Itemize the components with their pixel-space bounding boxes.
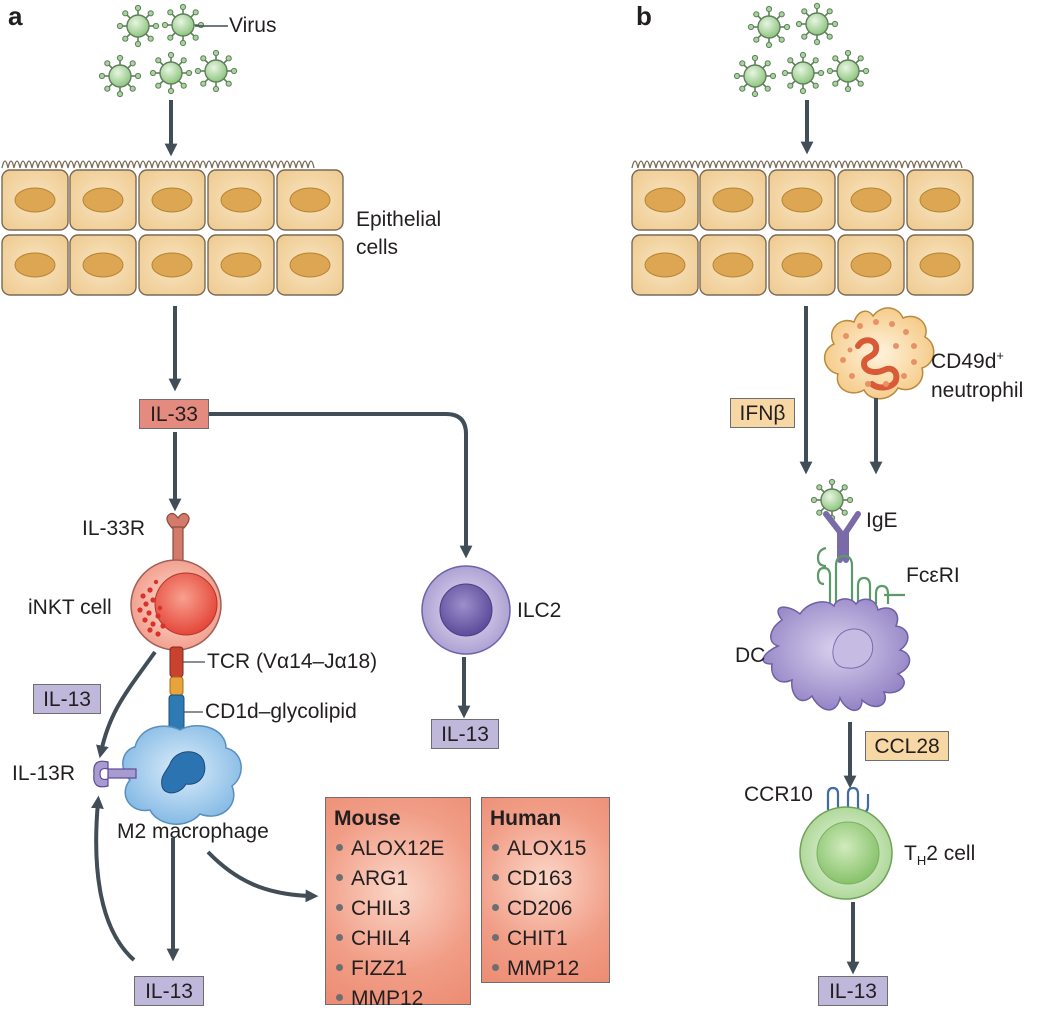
bullet-icon — [336, 963, 343, 971]
bullet-icon — [336, 843, 343, 851]
ifnb-tag: IFNβ — [730, 398, 795, 428]
il13-tag-macrophage: IL-13 — [134, 976, 204, 1006]
fceri-receptor — [816, 546, 905, 604]
il13-tag-th2: IL-13 — [818, 976, 888, 1006]
virus-bound-ige — [810, 478, 854, 522]
inkt-cell-label: iNKT cell — [28, 596, 112, 619]
m2-macrophage — [122, 725, 242, 825]
human-title: Human — [490, 807, 562, 830]
il13-tag-inkt: IL-13 — [33, 684, 101, 714]
tcr-label: TCR (Vα14–Jα18) — [207, 650, 378, 673]
arrow-inkt-il13r — [96, 650, 157, 759]
mouse-gene-item: CHIL3 — [334, 894, 470, 924]
il33-tag: IL-33 — [139, 399, 209, 429]
mouse-gene-name: MMP12 — [351, 987, 424, 1010]
bullet-icon — [336, 993, 343, 1001]
mouse-gene-item: MMP12 — [334, 984, 470, 1014]
virus-label: Virus — [229, 14, 277, 37]
mouse-gene-name: CHIL3 — [351, 897, 411, 920]
bullet-icon — [336, 873, 343, 881]
human-gene-name: MMP12 — [507, 957, 580, 980]
mouse-gene-item: CHIL4 — [334, 924, 470, 954]
m2-macrophage-label: M2 macrophage — [117, 820, 269, 843]
cd1d-glycolipid-label: CD1d–glycolipid — [205, 700, 357, 723]
epithelial-label-line2: cells — [356, 236, 399, 259]
bullet-icon — [492, 933, 499, 941]
human-gene-item: ALOX15 — [490, 834, 609, 864]
mouse-gene-name: ARG1 — [351, 867, 409, 890]
arrow-macrophage-genes — [206, 850, 319, 903]
neutrophil-label: neutrophil — [931, 379, 1024, 402]
th2-subscript: H — [916, 853, 927, 869]
human-gene-name: CHIT1 — [507, 927, 568, 950]
arrow-il33-ilc2 — [208, 412, 473, 559]
ige-antibody — [823, 511, 861, 563]
human-gene-name: ALOX15 — [507, 837, 587, 860]
cd49d-neutrophil — [824, 307, 935, 400]
ige-label: IgE — [866, 509, 898, 532]
th2-rest: 2 cell — [926, 842, 976, 865]
tcr-cd1d-complex — [168, 646, 185, 732]
bullet-icon — [492, 843, 499, 851]
bullet-icon — [336, 933, 343, 941]
human-gene-item: CHIT1 — [490, 924, 609, 954]
virus-cluster-a — [98, 3, 238, 98]
mouse-gene-item: ALOX12E — [334, 834, 470, 864]
panel-letter-b: b — [636, 1, 652, 31]
th2-cell-label: TH2 cell — [904, 842, 976, 869]
human-gene-name: CD163 — [507, 867, 573, 890]
cd49d-text: CD49d — [931, 350, 997, 373]
th2-cell — [799, 806, 893, 900]
mouse-title: Mouse — [334, 807, 401, 830]
dc-label: DC — [735, 644, 766, 667]
mouse-gene-item: ARG1 — [334, 864, 470, 894]
cd49d-label: CD49d+ — [931, 348, 1004, 374]
bullet-icon — [336, 903, 343, 911]
il13r-receptor — [93, 760, 137, 788]
ccr10-label: CCR10 — [744, 783, 813, 806]
ilc2-label: ILC2 — [517, 599, 562, 622]
dendritic-cell — [762, 598, 911, 711]
mouse-gene-name: ALOX12E — [351, 837, 445, 860]
ilc2-cell — [421, 565, 511, 655]
human-gene-item: CD163 — [490, 864, 609, 894]
arrow-il13-il13r — [91, 795, 136, 962]
il33r-receptor — [166, 512, 190, 566]
il13r-label: IL-13R — [12, 762, 76, 785]
ccl28-tag: CCL28 — [865, 731, 949, 761]
epithelium-a — [1, 160, 344, 296]
th2-t: T — [904, 842, 917, 865]
mouse-gene-name: CHIL4 — [351, 927, 411, 950]
bullet-icon — [492, 903, 499, 911]
human-gene-item: CD206 — [490, 894, 609, 924]
il33r-label: IL-33R — [82, 517, 146, 540]
human-gene-item: MMP12 — [490, 954, 609, 984]
cd49d-superscript: + — [996, 348, 1004, 363]
bullet-icon — [492, 963, 499, 971]
inkt-cell — [130, 559, 222, 651]
epithelium-b — [631, 160, 974, 296]
mouse-gene-item: FIZZ1 — [334, 954, 470, 984]
bullet-icon — [492, 873, 499, 881]
fceri-label: FcεRI — [906, 564, 960, 587]
epithelial-label-line1: Epithelial — [356, 208, 442, 231]
virus-cluster-b — [733, 2, 870, 98]
human-gene-name: CD206 — [507, 897, 573, 920]
mouse-gene-name: FIZZ1 — [351, 957, 407, 980]
panel-letter-a: a — [8, 1, 23, 31]
il13-tag-ilc2: IL-13 — [431, 719, 499, 749]
